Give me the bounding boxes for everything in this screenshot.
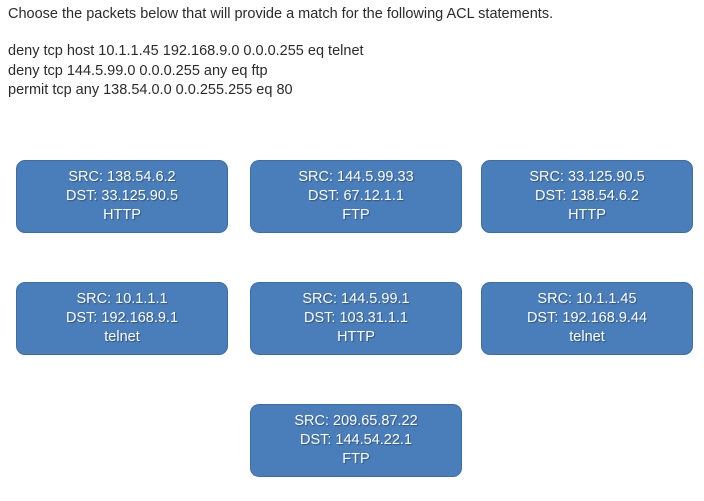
packet-dst: DST: 67.12.1.1 [308,188,404,204]
packet-option[interactable]: SRC: 10.1.1.45 DST: 192.168.9.44 telnet [481,282,693,355]
packet-row-1: SRC: 138.54.6.2 DST: 33.125.90.5 HTTP SR… [0,160,704,233]
packet-option[interactable]: SRC: 144.5.99.1 DST: 103.31.1.1 HTTP [250,282,462,355]
packet-dst: DST: 138.54.6.2 [535,188,639,204]
packet-src: SRC: 144.5.99.1 [302,291,410,307]
acl-statement-1: deny tcp host 10.1.1.45 192.168.9.0 0.0.… [8,43,364,59]
packet-src: SRC: 209.65.87.22 [294,413,418,429]
packet-protocol: HTTP [568,207,606,223]
packet-option[interactable]: SRC: 10.1.1.1 DST: 192.168.9.1 telnet [16,282,228,355]
question-prompt: Choose the packets below that will provi… [8,6,554,22]
packet-dst: DST: 144.54.22.1 [299,432,413,448]
packet-dst: DST: 192.168.9.1 [65,310,179,326]
packet-option[interactable]: SRC: 144.5.99.33 DST: 67.12.1.1 FTP [250,160,462,233]
packet-protocol: FTP [342,451,370,467]
packet-options-area: SRC: 138.54.6.2 DST: 33.125.90.5 HTTP SR… [0,160,704,477]
packet-protocol: FTP [342,207,370,223]
packet-protocol: telnet [569,329,605,345]
packet-dst: DST: 103.31.1.1 [304,310,408,326]
packet-dst: DST: 192.168.9.44 [526,310,648,326]
packet-row-2: SRC: 10.1.1.1 DST: 192.168.9.1 telnet SR… [0,282,704,355]
acl-statement-list: deny tcp host 10.1.1.45 192.168.9.0 0.0.… [8,42,696,101]
packet-src: SRC: 10.1.1.45 [537,291,637,307]
packet-protocol: HTTP [103,207,141,223]
packet-option[interactable]: SRC: 138.54.6.2 DST: 33.125.90.5 HTTP [16,160,228,233]
packet-src: SRC: 10.1.1.1 [76,291,168,307]
question-block: Choose the packets below that will provi… [8,4,696,101]
packet-option[interactable]: SRC: 209.65.87.22 DST: 144.54.22.1 FTP [250,404,462,477]
packet-row-3: SRC: 209.65.87.22 DST: 144.54.22.1 FTP [0,404,704,477]
packet-protocol: HTTP [337,329,375,345]
acl-statement-3: permit tcp any 138.54.0.0 0.0.255.255 eq… [8,82,293,98]
packet-option[interactable]: SRC: 33.125.90.5 DST: 138.54.6.2 HTTP [481,160,693,233]
packet-dst: DST: 33.125.90.5 [65,188,179,204]
packet-src: SRC: 144.5.99.33 [298,169,414,185]
acl-statement-2: deny tcp 144.5.99.0 0.0.0.255 any eq ftp [8,62,268,79]
packet-src: SRC: 33.125.90.5 [529,169,645,185]
packet-protocol: telnet [104,329,140,345]
packet-src: SRC: 138.54.6.2 [68,169,176,185]
